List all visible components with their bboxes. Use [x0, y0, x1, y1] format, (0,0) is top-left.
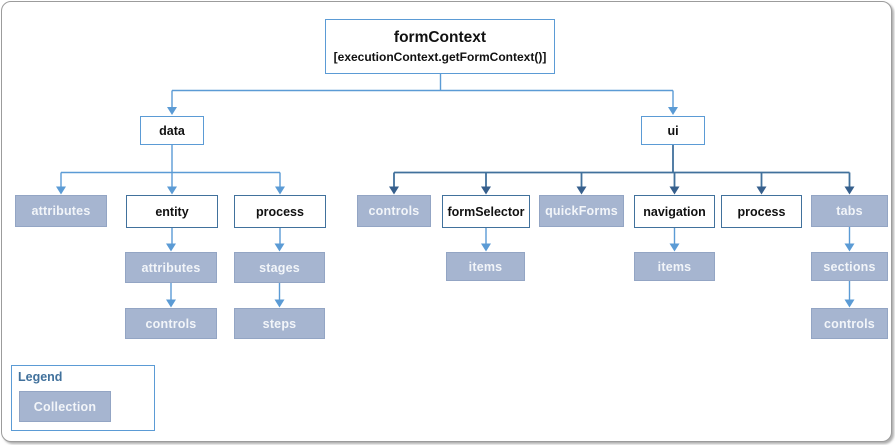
node-formselector-items: items	[446, 252, 525, 281]
node-quickforms: quickForms	[539, 195, 624, 227]
node-entity: entity	[126, 195, 218, 228]
light-arrowheads	[56, 107, 855, 308]
dark-arrowheads	[389, 186, 855, 195]
node-tabs: tabs	[811, 195, 888, 227]
legend-collection-sample: Collection	[19, 391, 111, 422]
node-ui-controls: controls	[357, 195, 431, 227]
node-tabs-sections: sections	[811, 252, 888, 281]
node-data: data	[140, 116, 204, 145]
node-formselector: formSelector	[442, 195, 530, 228]
node-ui-process: process	[721, 195, 802, 228]
node-process-stages: stages	[234, 252, 325, 283]
node-ui: ui	[641, 116, 705, 145]
legend-title: Legend	[18, 370, 63, 384]
dark-connector-lines	[393, 145, 851, 187]
node-data-attributes: attributes	[15, 195, 107, 227]
light-connector-lines	[60, 74, 851, 300]
node-tabs-controls: controls	[811, 308, 888, 339]
node-navigation-items: items	[634, 252, 715, 281]
node-formcontext: formContext [executionContext.getFormCon…	[325, 19, 555, 74]
node-formcontext-subtitle: [executionContext.getFormContext()]	[333, 50, 547, 65]
node-navigation: navigation	[634, 195, 715, 228]
node-data-process: process	[234, 195, 326, 228]
node-entity-controls: controls	[125, 308, 217, 339]
legend: Legend Collection	[11, 365, 155, 431]
node-formcontext-title: formContext	[393, 28, 487, 46]
node-process-steps: steps	[234, 308, 325, 339]
node-entity-attributes: attributes	[125, 252, 217, 283]
